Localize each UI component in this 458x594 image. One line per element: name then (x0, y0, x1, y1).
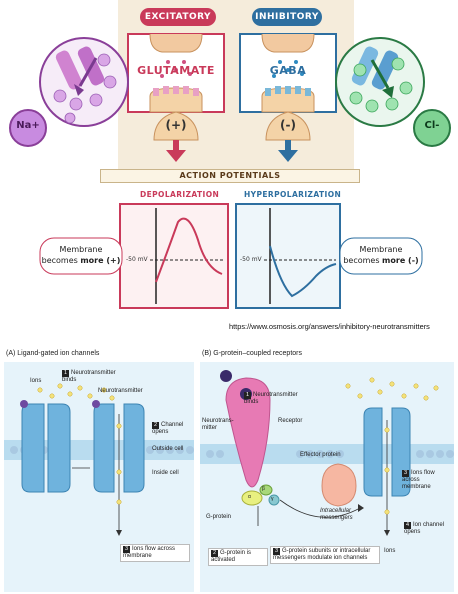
source-url[interactable]: https://www.osmosis.org/answers/inhibito… (229, 322, 430, 331)
membrane-left-bubble (39, 237, 123, 275)
glutamate-label: GLUTAMATE (137, 64, 215, 77)
a-outside-label: Outside cell (152, 446, 184, 452)
hyperpolarization-graph (235, 203, 341, 309)
b-receptor-label: Receptor (278, 418, 303, 424)
gamma-label: γ (271, 496, 274, 502)
threshold-left: -50 mV (126, 256, 148, 263)
b-effector-label: Effector protein (300, 452, 341, 458)
threshold-right: -50 mV (240, 256, 262, 263)
b-ions-label: Ions (384, 548, 396, 554)
top-diagram-svg (9, 33, 451, 309)
excitatory-label: EXCITATORY (140, 8, 216, 26)
excitatory-synapse (127, 33, 225, 162)
sodium-label: Na+ (16, 120, 40, 131)
b-gprotein-label: G-protein (206, 514, 232, 520)
chloride-label: Cl- (424, 120, 440, 131)
a-ions-label: Ions (30, 378, 42, 384)
chloride-ion-circle (335, 37, 451, 147)
depolarization-graph (119, 203, 229, 309)
membrane-left-text: Membrane becomes more (+) (41, 245, 121, 265)
b-intracellular-label: Intracellular messengers (320, 508, 353, 521)
membrane-right-bubble (339, 237, 423, 275)
section-a-title: (A) Ligand-gated ion channels (6, 350, 100, 357)
b-neurotransmitter-label: Neurotrans- mitter (202, 418, 234, 431)
beta-label: β (262, 486, 265, 492)
inhibitory-sign: (-) (280, 118, 296, 132)
inhibitory-label: INHIBITORY (252, 8, 322, 26)
alpha-label: α (248, 494, 251, 500)
inhibitory-synapse (239, 33, 337, 162)
membrane-right-text: Membrane becomes more (-) (343, 245, 419, 265)
depolarization-title: DEPOLARIZATION (140, 190, 220, 199)
action-potentials-bar: ACTION POTENTIALS (100, 169, 360, 183)
gaba-label: GABA (269, 64, 307, 77)
section-b-title: (B) G-protein–coupled receptors (202, 350, 302, 357)
sodium-ion-circle (9, 37, 129, 147)
a-inside-label: Inside cell (152, 470, 179, 476)
hyperpolarization-title: HYPERPOLARIZATION (244, 190, 342, 199)
a-neurotransmitter-label: Neurotransmitter (98, 388, 143, 394)
excitatory-sign: (+) (165, 118, 187, 132)
